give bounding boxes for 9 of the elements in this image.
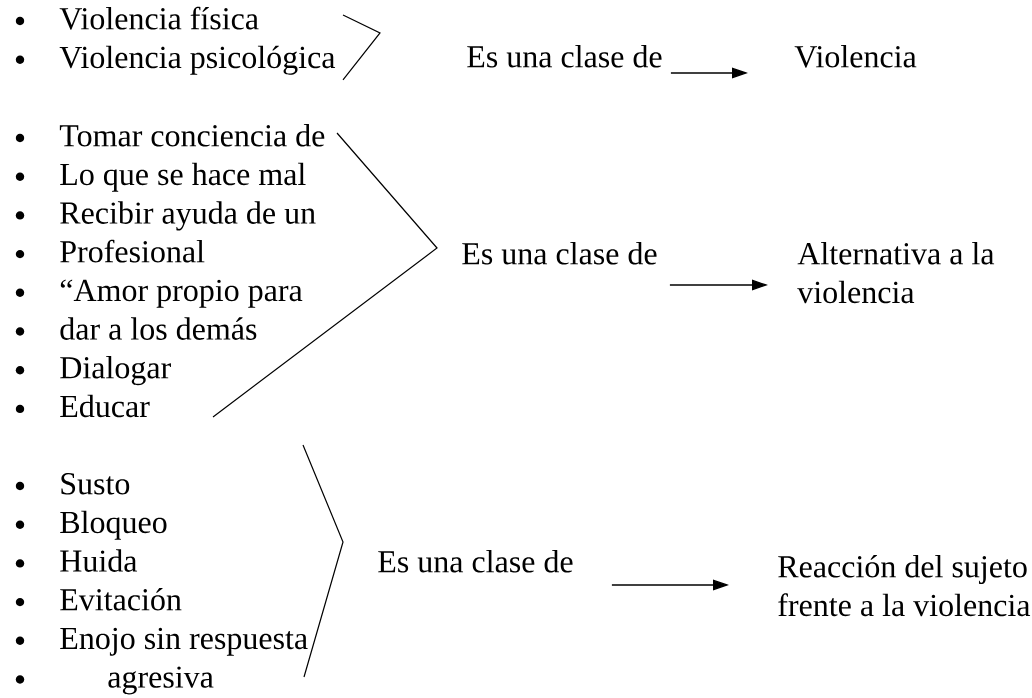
concept-text: Reacción del sujeto frente a la violencia [778, 555, 1031, 617]
concept-text: Violencia [794, 45, 917, 68]
phrase-text: Es una clase de [378, 550, 573, 573]
concept-text: Alternativa a la violencia [797, 242, 995, 304]
phrase-text: Es una clase de [462, 242, 657, 265]
bullet-list: Tomar conciencia de Lo que se hace mal Recibir ayuda de un Profesional “Amor propio para dar a los demás Dialogar Educar [59, 124, 325, 418]
phrase-text: Es una clase de [467, 45, 662, 68]
bullet-list: Susto Bloqueo Huida Evitación Enojo sin respuesta agresiva [60, 473, 308, 695]
bullet-list: Violencia física Violencia psicológica [59, 6, 336, 75]
